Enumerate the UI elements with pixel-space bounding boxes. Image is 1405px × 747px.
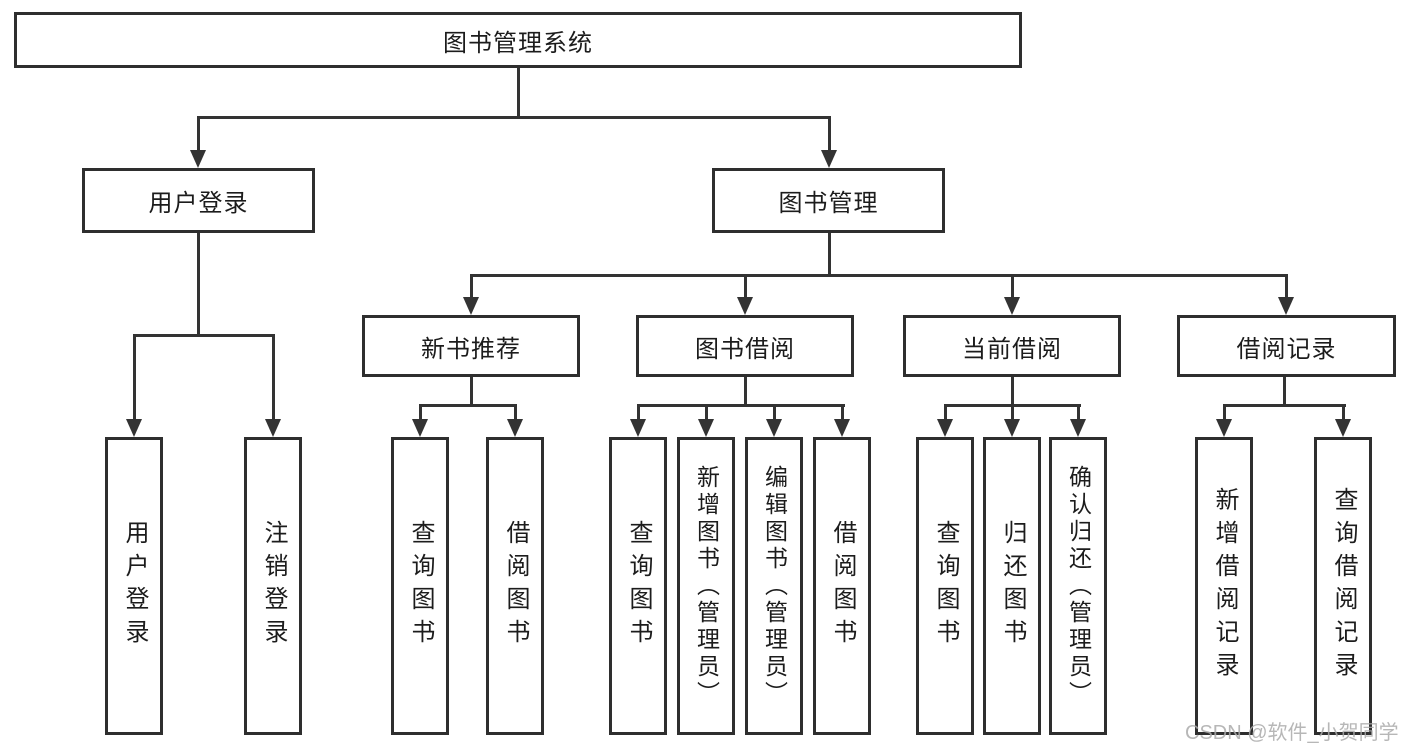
- connector-drop-l2: [1284, 274, 1288, 301]
- node-label: 查询图书: [932, 520, 959, 652]
- connector-drop-l2: [469, 274, 473, 301]
- arrow-down-icon: [190, 150, 206, 168]
- connector-user-login-branch: [132, 334, 275, 337]
- node-current-borrowing: 当前借阅: [903, 315, 1121, 377]
- node-leaf-return-books: 归还图书: [983, 437, 1041, 735]
- connector-level1-branch: [196, 116, 831, 119]
- node-label: 图书借阅: [695, 335, 795, 363]
- arrow-down-icon: [126, 419, 142, 437]
- node-leaf-borrow-books: 借阅图书: [486, 437, 544, 735]
- arrow-down-icon: [834, 419, 850, 437]
- connector-l2-stub: [1282, 376, 1286, 407]
- connector-drop-leaf: [636, 404, 640, 421]
- connector-drop-l2: [743, 274, 747, 301]
- connector-drop-leaf: [772, 404, 776, 421]
- connector-mini-branch: [1222, 404, 1346, 407]
- connector-drop-leaf: [271, 334, 275, 421]
- arrow-down-icon: [821, 150, 837, 168]
- arrow-down-icon: [507, 419, 523, 437]
- node-label: 借阅记录: [1236, 335, 1337, 363]
- node-leaf-search-books: 查询图书: [391, 437, 449, 735]
- node-book-management: 图书管理: [712, 168, 945, 233]
- node-leaf-search-borrow-record: 查询借阅记录: [1314, 437, 1372, 735]
- arrow-down-icon: [737, 297, 753, 315]
- node-label: 新增借阅记录: [1211, 487, 1238, 685]
- node-library-management-system: 图书管理系统: [14, 12, 1022, 68]
- arrow-down-icon: [1004, 419, 1020, 437]
- arrow-down-icon: [1070, 419, 1086, 437]
- node-new-book-recommendation: 新书推荐: [362, 315, 580, 377]
- connector-l2-stub: [1010, 376, 1014, 407]
- node-label: 图书管理系统: [443, 29, 593, 57]
- node-label: 编辑图书（管理员）: [761, 464, 788, 708]
- csdn-watermark: CSDN @软件_小贺同学: [1185, 722, 1399, 744]
- node-user-login: 用户登录: [82, 168, 315, 233]
- connector-root-stub: [516, 67, 520, 118]
- node-leaf-logout: 注销登录: [244, 437, 302, 735]
- connector-drop-l2: [1010, 274, 1014, 301]
- arrow-down-icon: [412, 419, 428, 437]
- arrow-down-icon: [698, 419, 714, 437]
- arrow-down-icon: [1216, 419, 1232, 437]
- connector-drop-leaf: [1076, 404, 1080, 421]
- connector-drop-leaf: [840, 404, 844, 421]
- connector-drop-book-mgmt: [827, 116, 831, 154]
- connector-mini-branch: [636, 404, 845, 407]
- connector-drop-leaf: [418, 404, 422, 421]
- connector-l2-stub: [469, 376, 473, 407]
- arrow-down-icon: [1004, 297, 1020, 315]
- connector-level2-branch: [469, 274, 1288, 277]
- node-book-borrowing: 图书借阅: [636, 315, 854, 377]
- node-label: 归还图书: [999, 520, 1026, 652]
- node-label: 查询图书: [407, 520, 434, 652]
- connector-drop-user-login: [196, 116, 200, 154]
- node-leaf-add-books-admin: 新增图书（管理员）: [677, 437, 735, 735]
- node-leaf-edit-books-admin: 编辑图书（管理员）: [745, 437, 803, 735]
- arrow-down-icon: [1278, 297, 1294, 315]
- node-label: 用户登录: [148, 190, 249, 217]
- connector-user-login-stub: [196, 231, 200, 336]
- connector-book-mgmt-stub: [827, 231, 831, 276]
- node-label: 当前借阅: [962, 335, 1062, 363]
- arrow-down-icon: [463, 297, 479, 315]
- node-leaf-user-login: 用户登录: [105, 437, 163, 735]
- connector-drop-leaf: [704, 404, 708, 421]
- arrow-down-icon: [1335, 419, 1351, 437]
- connector-drop-leaf: [132, 334, 136, 421]
- node-label: 用户登录: [121, 520, 148, 652]
- node-leaf-borrow-books: 借阅图书: [813, 437, 871, 735]
- node-label: 新书推荐: [421, 335, 521, 363]
- node-leaf-confirm-return-admin: 确认归还（管理员）: [1049, 437, 1107, 735]
- node-leaf-search-books: 查询图书: [916, 437, 974, 735]
- node-label: 新增图书（管理员）: [693, 464, 720, 708]
- connector-drop-leaf: [1010, 404, 1014, 421]
- node-borrowing-records: 借阅记录: [1177, 315, 1396, 377]
- node-label: 注销登录: [260, 520, 287, 652]
- node-label: 借阅图书: [502, 520, 529, 652]
- node-label: 借阅图书: [829, 520, 856, 652]
- arrow-down-icon: [766, 419, 782, 437]
- connector-drop-leaf: [1222, 404, 1226, 421]
- connector-drop-leaf: [513, 404, 517, 421]
- node-leaf-search-books: 查询图书: [609, 437, 667, 735]
- arrow-down-icon: [265, 419, 281, 437]
- connector-l2-stub: [743, 376, 747, 407]
- node-label: 确认归还（管理员）: [1065, 464, 1092, 708]
- arrow-down-icon: [630, 419, 646, 437]
- node-label: 图书管理: [778, 190, 879, 217]
- node-leaf-add-borrow-record: 新增借阅记录: [1195, 437, 1253, 735]
- node-label: 查询图书: [625, 520, 652, 652]
- arrow-down-icon: [937, 419, 953, 437]
- connector-mini-branch: [418, 404, 517, 407]
- node-label: 查询借阅记录: [1330, 487, 1357, 685]
- connector-drop-leaf: [943, 404, 947, 421]
- connector-drop-leaf: [1341, 404, 1345, 421]
